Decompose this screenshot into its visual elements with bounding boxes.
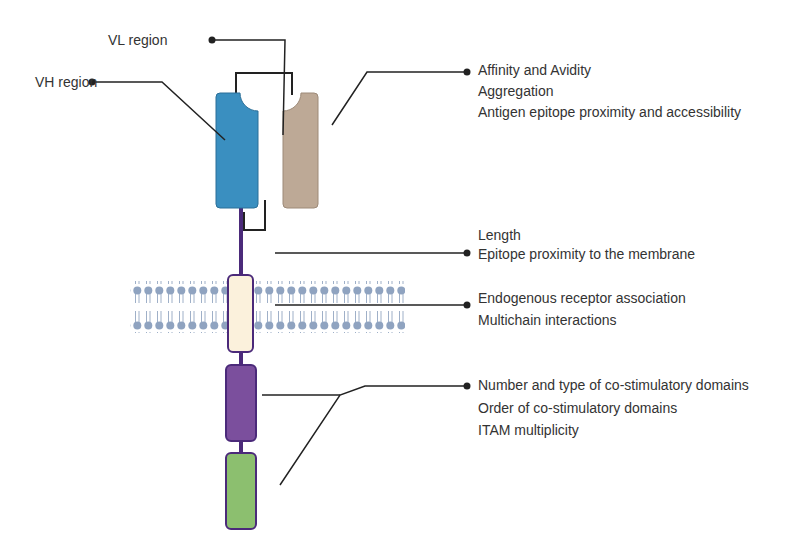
- property-label: Antigen epitope proximity and accessibil…: [478, 103, 741, 121]
- property-label: Order of co-stimulatory domains: [478, 399, 677, 417]
- transmembrane-domain: [228, 275, 253, 352]
- vl-domain: [283, 93, 318, 208]
- vh-domain: [216, 93, 258, 208]
- membrane-lower-leaflet: [130, 311, 405, 333]
- property-label: Epitope proximity to the membrane: [478, 245, 695, 263]
- property-label: Multichain interactions: [478, 311, 617, 329]
- property-label: Length: [478, 226, 521, 244]
- region-label: VL region: [108, 31, 167, 49]
- membrane-upper-leaflet: [130, 281, 405, 303]
- leader-lines: [92, 40, 467, 485]
- cd3z-domain: [226, 453, 256, 529]
- region-label: VH region: [35, 73, 97, 91]
- property-label: Aggregation: [478, 82, 554, 100]
- property-label: ITAM multiplicity: [478, 421, 579, 439]
- property-label: Number and type of co-stimulatory domain…: [478, 376, 749, 394]
- property-label: Endogenous receptor association: [478, 289, 686, 307]
- leader-dots: [89, 37, 471, 390]
- property-label: Affinity and Avidity: [478, 61, 591, 79]
- costimulatory-domain: [226, 365, 256, 441]
